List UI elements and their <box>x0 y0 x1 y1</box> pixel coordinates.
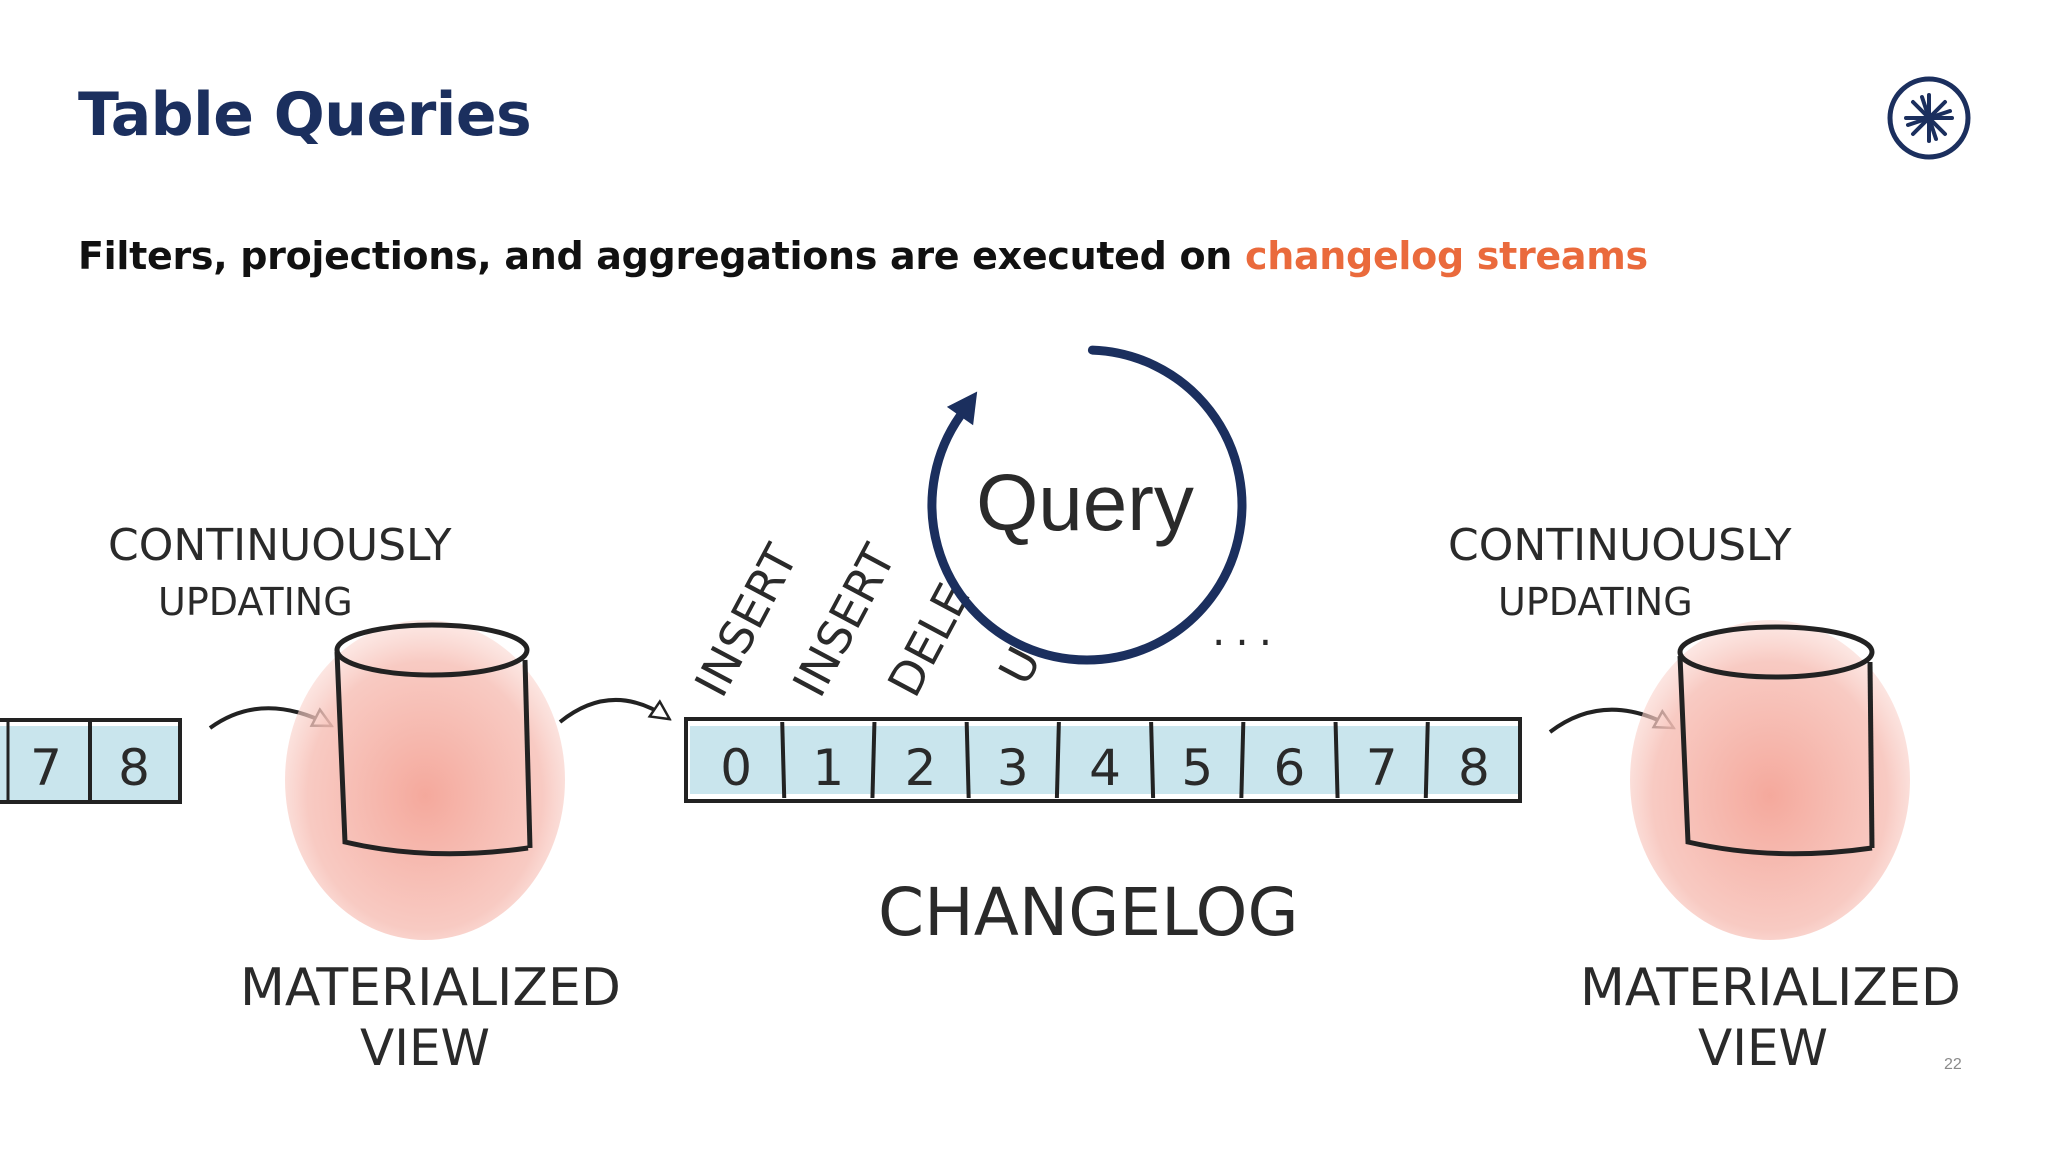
changelog-cell-value: 6 <box>1274 739 1306 797</box>
left-log-outline <box>0 718 182 804</box>
left-log-cell-value: 7 <box>30 739 62 797</box>
right-updating-label-line2: UPDATING <box>1498 580 1693 624</box>
ellipsis: ... <box>1212 606 1282 655</box>
left-db-top <box>334 622 530 678</box>
changelog-cell-divider <box>780 721 787 799</box>
left-updating-label-line1: CONTINUOUSLY <box>108 520 452 571</box>
page-number: 22 <box>1944 1056 1962 1073</box>
changelog-cell-divider <box>1333 721 1340 799</box>
right-updating-label-line1: CONTINUOUSLY <box>1448 520 1792 571</box>
changelog-cell-value: 1 <box>812 739 844 797</box>
left-db-fill <box>285 620 565 940</box>
changelog-cell-value: 7 <box>1366 739 1398 797</box>
left-database <box>285 620 565 940</box>
left-changelog: 7 8 <box>0 718 182 804</box>
changelog-label: CHANGELOG <box>878 874 1299 951</box>
right-db-top <box>1677 624 1875 680</box>
left-db-label-line1: MATERIALIZED <box>240 958 621 1018</box>
right-db-fill <box>1630 620 1910 940</box>
starburst-logo-icon <box>1887 76 1971 160</box>
changelog-outline <box>684 717 1522 803</box>
right-db-body <box>1677 655 1873 857</box>
arrow-to-changelog <box>558 698 668 724</box>
subtitle: Filters, projections, and aggregations a… <box>78 234 1648 278</box>
subtitle-text: Filters, projections, and aggregations a… <box>78 234 1245 278</box>
right-db-label-line2: VIEW <box>1698 1019 1828 1077</box>
changelog-cells: 0 1 2 3 4 5 6 7 8 <box>720 721 1490 799</box>
changelog-cell-value: 4 <box>1089 739 1121 797</box>
left-db-label-line2: VIEW <box>360 1019 490 1077</box>
changelog-cell-value: 3 <box>997 739 1029 797</box>
left-updating-label-line2: UPDATING <box>158 580 353 624</box>
changelog-cell-value: 2 <box>905 739 937 797</box>
query-cycle-arrowhead <box>946 391 978 426</box>
changelog-cell-divider <box>1239 721 1246 799</box>
left-log-cell-value: 8 <box>118 739 150 797</box>
changelog-cell-divider <box>1423 721 1430 799</box>
changelog-cell-divider <box>1054 721 1061 799</box>
query-cycle-arc <box>927 345 1247 665</box>
changelog: 0 1 2 3 4 5 6 7 8 <box>684 717 1522 803</box>
changelog-cell-divider <box>1149 721 1156 799</box>
right-db-label-line1: MATERIALIZED <box>1580 958 1961 1018</box>
page-title: Table Queries <box>78 80 532 150</box>
changelog-fill <box>690 726 1520 794</box>
query-cycle: Query <box>927 345 1247 665</box>
changelog-cell-value: 8 <box>1458 739 1490 797</box>
subtitle-highlight: changelog streams <box>1244 234 1648 278</box>
right-database <box>1630 620 1910 940</box>
changelog-cell-value: 5 <box>1181 739 1213 797</box>
changelog-cell-value: 0 <box>720 739 752 797</box>
changelog-cell-divider <box>964 721 971 799</box>
left-db-body <box>334 651 529 857</box>
query-label: Query <box>976 458 1194 547</box>
changelog-cell-divider <box>870 721 877 799</box>
